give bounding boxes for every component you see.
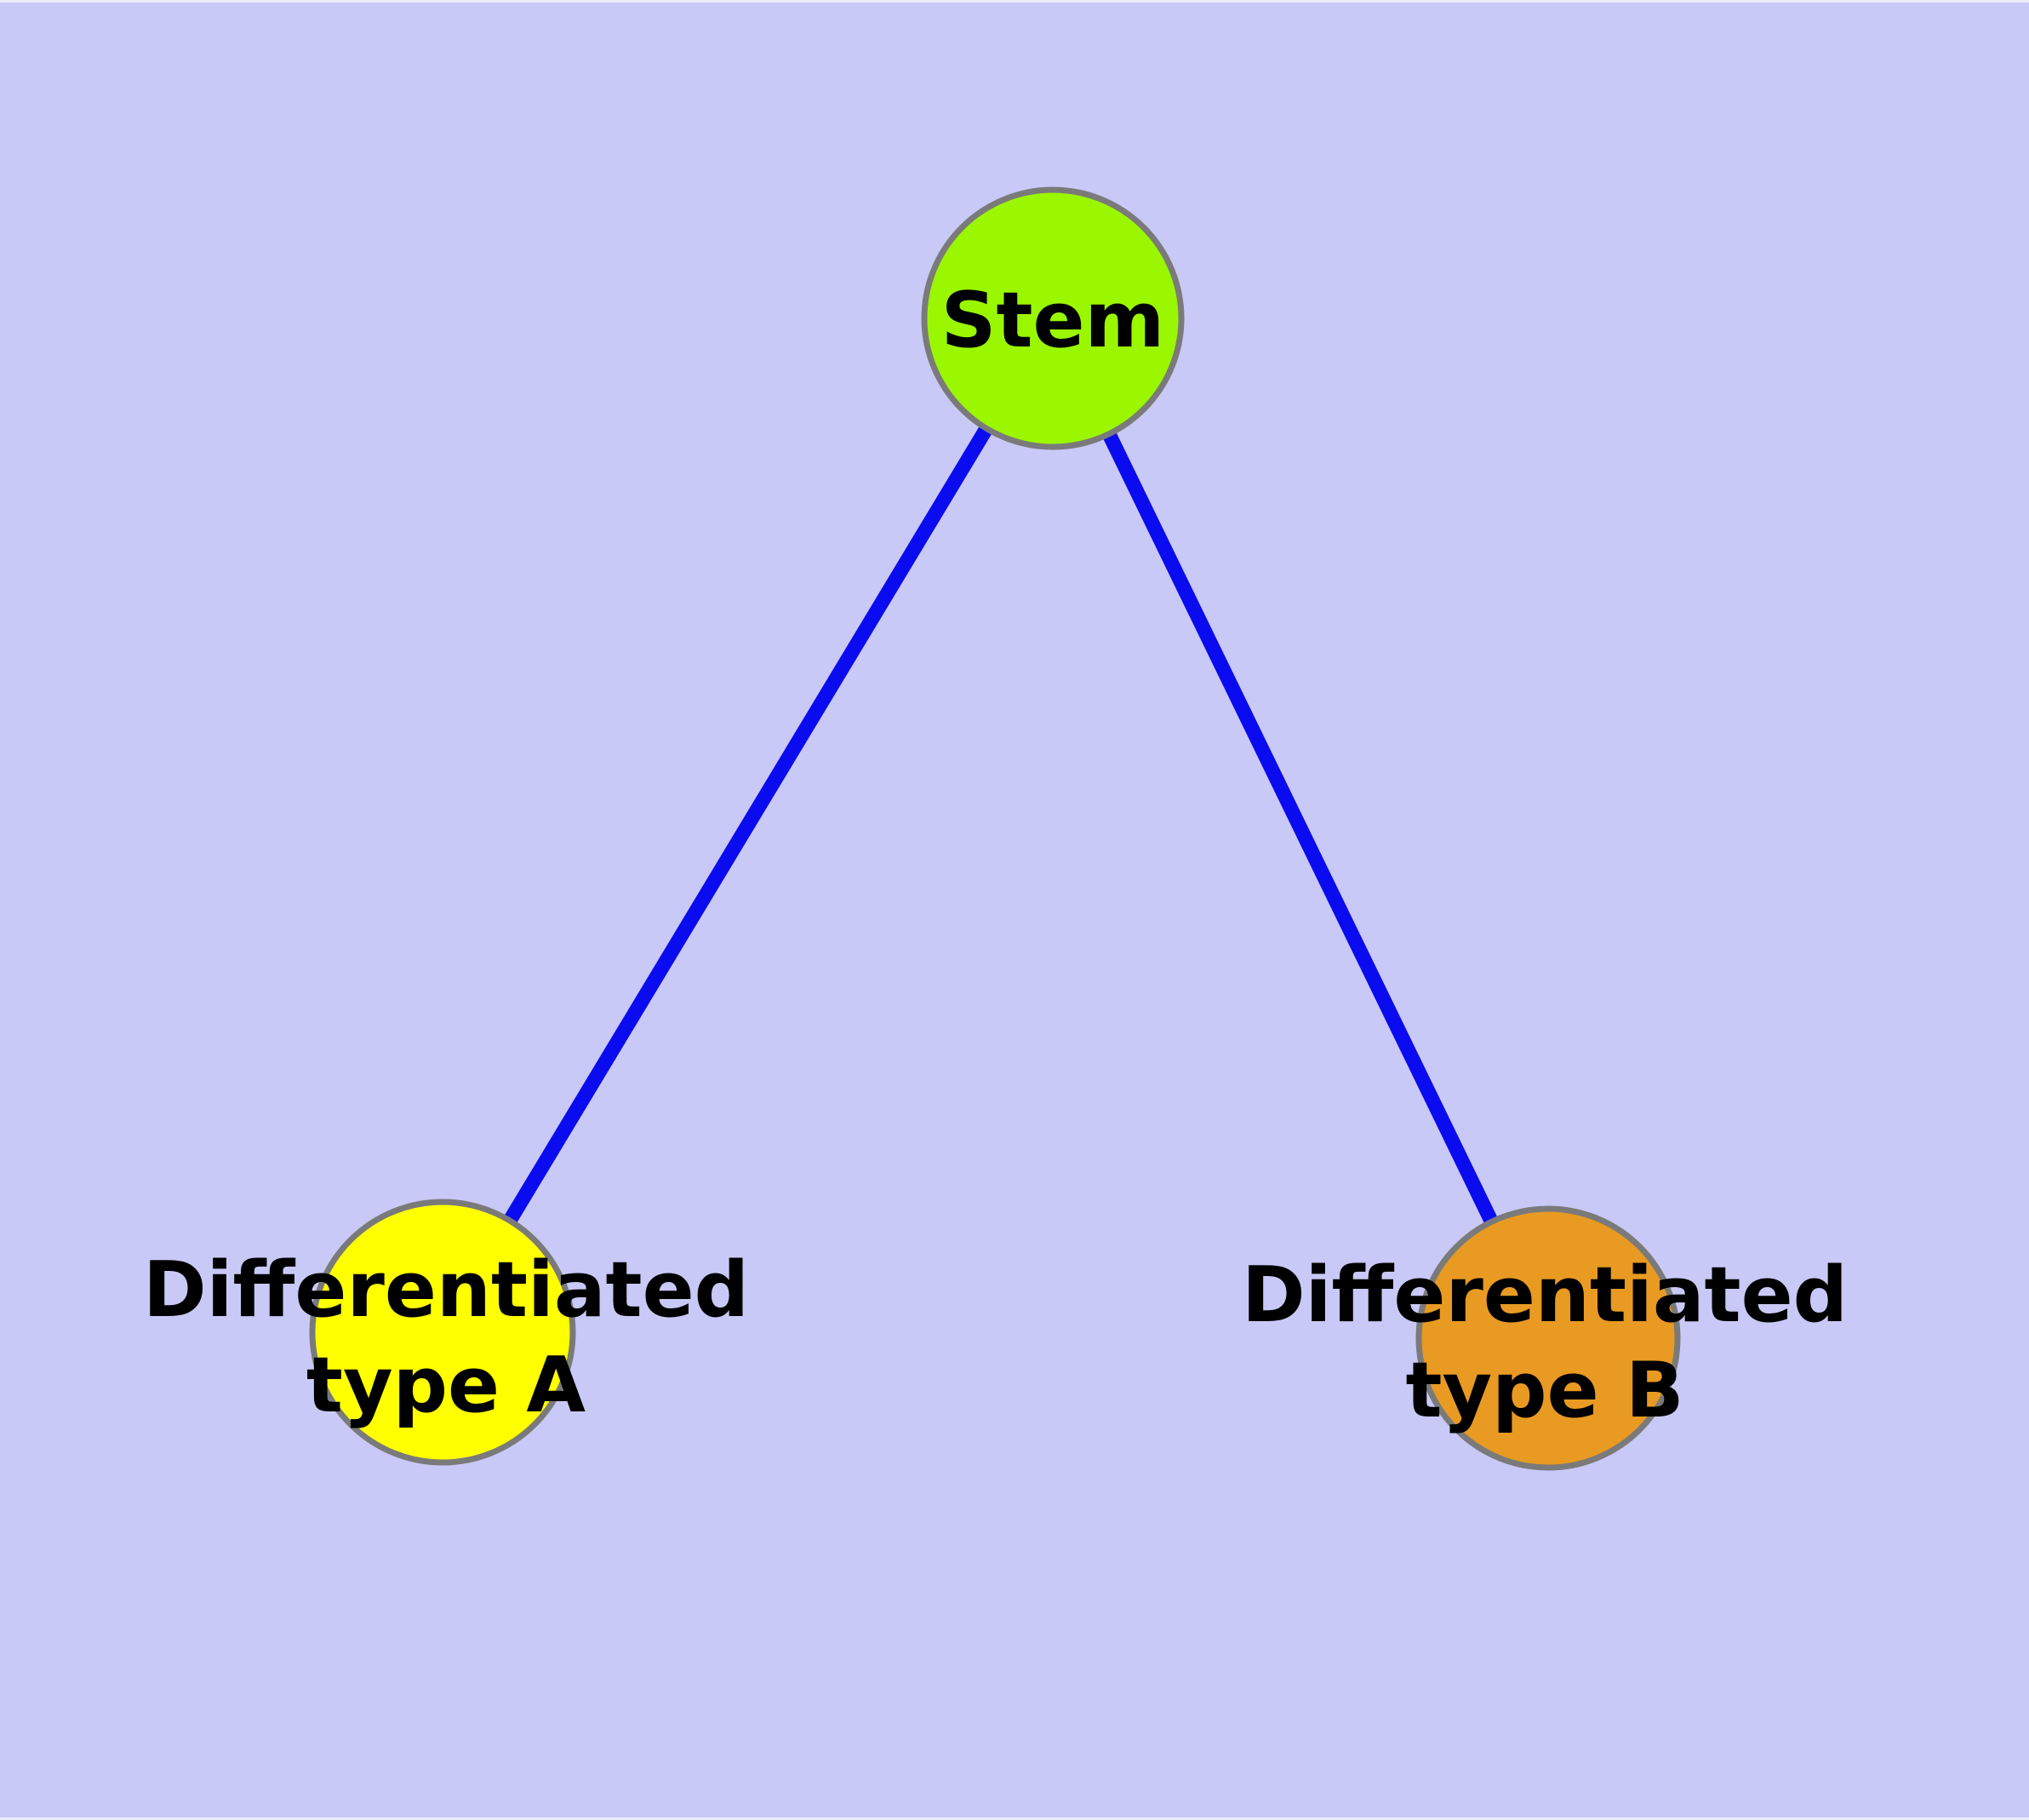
node-differentiated-type-a: Differentiated type A	[143, 1199, 749, 1466]
type-b-node-label-line1: Differentiated	[1242, 1251, 1848, 1340]
type-a-node-circle	[309, 1199, 576, 1466]
node-stem: Stem	[921, 186, 1185, 450]
type-b-node-label-line2: type B	[1405, 1346, 1683, 1435]
edge-stem-to-type-b	[1046, 315, 1555, 1342]
stem-node-label: Stem	[941, 276, 1165, 365]
type-a-node-label-line2: type A	[306, 1341, 586, 1430]
canvas-bottom-edge	[0, 1817, 2029, 1820]
type-a-node-label-line1: Differentiated	[143, 1245, 749, 1335]
stem-node-circle	[921, 186, 1185, 450]
canvas-top-edge	[0, 0, 2029, 3]
edge-stem-to-type-a	[436, 314, 1060, 1336]
type-b-node-circle	[1415, 1205, 1681, 1471]
node-differentiated-type-b: Differentiated type B	[1242, 1205, 1848, 1471]
